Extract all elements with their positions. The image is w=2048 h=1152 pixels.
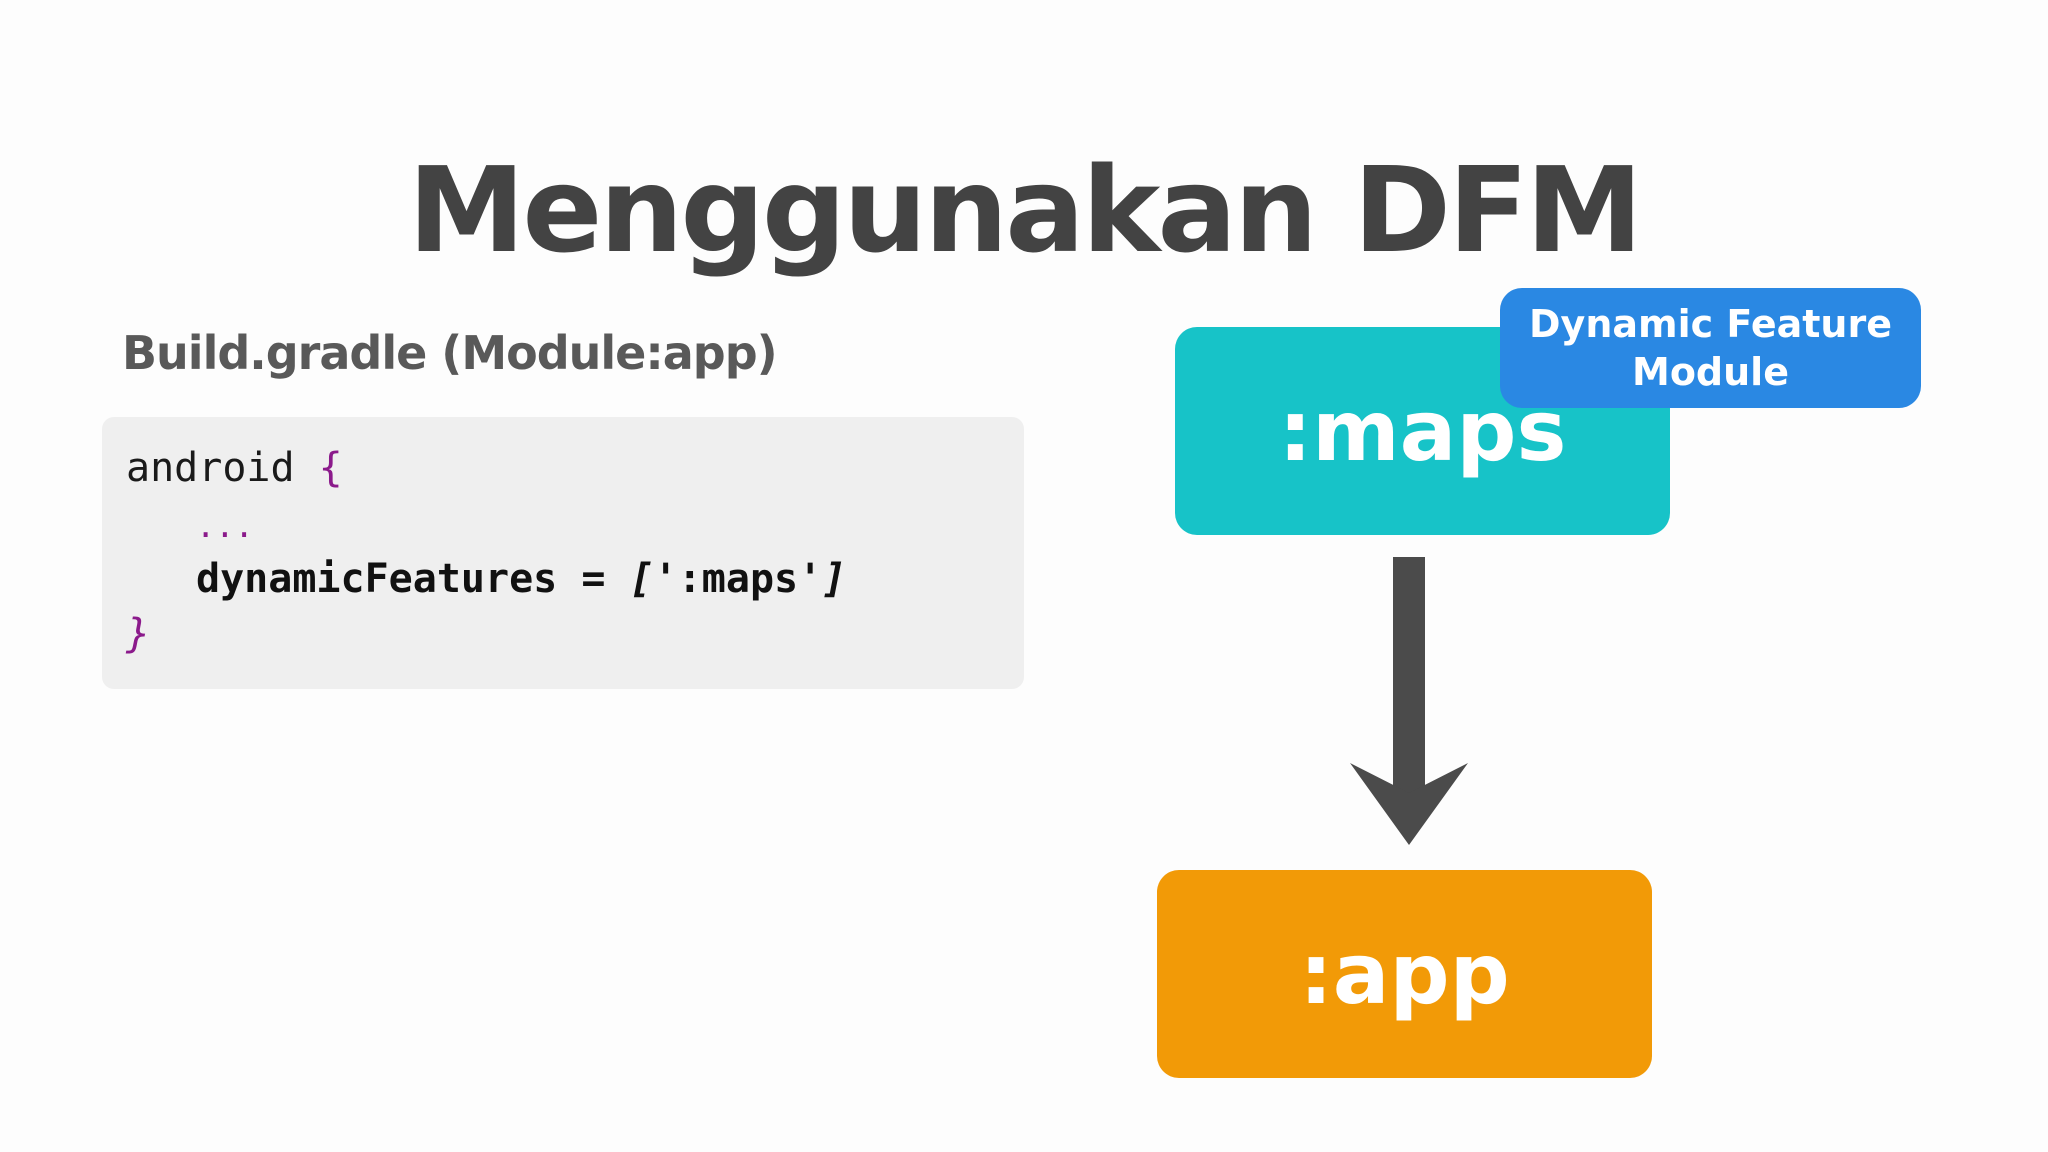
code-keyword-android: android bbox=[126, 445, 295, 491]
dynamic-feature-module-badge: Dynamic Feature Module bbox=[1500, 288, 1921, 408]
code-ellipsis: ... bbox=[196, 507, 254, 545]
code-open-bracket: [ bbox=[629, 556, 654, 602]
code-open-brace: { bbox=[318, 445, 343, 491]
code-line-2: ... bbox=[196, 501, 254, 551]
arrow-shaft bbox=[1393, 557, 1425, 797]
code-string-maps: ':maps' bbox=[653, 556, 823, 602]
app-module-label: :app bbox=[1299, 925, 1510, 1023]
code-line-1: android { bbox=[126, 443, 343, 493]
arrow-head bbox=[1350, 763, 1468, 845]
code-close-bracket: ] bbox=[822, 556, 847, 602]
code-equals: = bbox=[581, 556, 606, 602]
section-label: Build.gradle (Module:app) bbox=[122, 326, 778, 380]
slide-title: Menggunakan DFM bbox=[407, 141, 1643, 279]
badge-line-1: Dynamic Feature bbox=[1529, 302, 1892, 346]
dependency-arrow-icon bbox=[1350, 557, 1468, 845]
code-block: android { ... dynamicFeatures = [':maps'… bbox=[102, 417, 1024, 689]
code-property-dynamic-features: dynamicFeatures bbox=[196, 556, 558, 602]
code-close-brace: } bbox=[126, 611, 151, 657]
app-module-box: :app bbox=[1157, 870, 1652, 1078]
code-line-4: } bbox=[126, 609, 150, 659]
badge-line-2: Module bbox=[1632, 350, 1789, 394]
code-line-3: dynamicFeatures = [':maps'] bbox=[196, 554, 846, 604]
